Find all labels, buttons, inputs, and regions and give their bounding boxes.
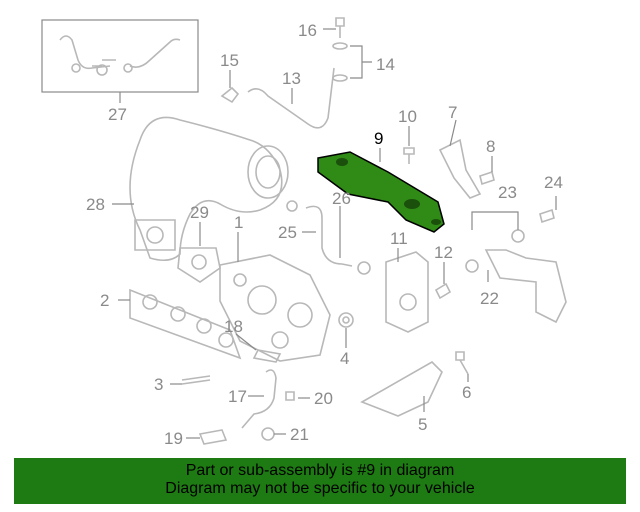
callout-28: 28 [86,195,105,214]
callout-29: 29 [190,203,209,222]
callout-17: 17 [228,387,247,406]
bolt-20 [285,391,295,401]
callout-10: 10 [398,107,417,126]
bolt-8 [479,170,495,186]
callout-labels: 16 14 15 13 27 9 10 7 8 23 24 28 26 29 1… [86,21,563,448]
callout-19: 19 [164,429,183,448]
clamp-26 [357,261,371,275]
hose-25 [305,205,353,267]
callout-6: 6 [462,383,471,402]
callout-26: 26 [332,189,351,208]
highlighted-part-9 [317,151,445,233]
stud-3 [181,375,211,385]
bolt-12 [434,282,452,300]
intake-duct [129,116,289,262]
gasket-19 [198,429,228,445]
turbocharger-body [219,254,331,362]
parts-diagram: 16 14 15 13 27 9 10 7 8 23 24 28 26 29 1… [41,17,567,448]
bolt-24 [539,208,555,224]
leader-lines [112,28,557,439]
nut-4 [338,312,354,328]
callout-22: 22 [480,289,499,308]
washers-14 [332,42,348,82]
bolt-16 [335,17,345,38]
callout-21: 21 [290,425,309,444]
banner-line-1: Part or sub-assembly is #9 in diagram [185,462,455,479]
gaskets-23 [465,229,525,273]
gasket-18 [252,349,282,363]
callout-16: 16 [298,21,317,40]
bracket-5 [360,361,443,417]
notice-banner: Part or sub-assembly is #9 in diagram Di… [14,458,626,504]
callout-20: 20 [314,389,333,408]
nut-21 [261,427,275,441]
callout-25: 25 [278,223,297,242]
callout-7: 7 [448,103,457,122]
callout-18: 18 [224,317,243,336]
callout-9: 9 [374,129,383,148]
callout-3: 3 [154,375,163,394]
oil-pipe-13 [247,67,335,129]
callout-27: 27 [108,105,127,124]
callout-2: 2 [100,291,109,310]
manifold-gasket [129,288,242,360]
callout-4: 4 [340,349,349,368]
callout-24: 24 [544,173,563,192]
banner-line-2: Diagram may not be specific to your vehi… [165,480,475,497]
callout-8: 8 [486,137,495,156]
callout-12: 12 [434,243,453,262]
callout-23: 23 [498,183,517,202]
bracket-7 [438,138,482,199]
callout-14: 14 [376,55,395,74]
bolt-10 [403,147,415,164]
callout-11: 11 [390,229,408,248]
hose-kit-inset [41,19,199,103]
bracket-15 [220,86,240,104]
callout-15: 15 [220,51,239,70]
gasket-29 [177,247,221,283]
callout-13: 13 [282,69,301,88]
outlet-pipe-22 [484,249,567,324]
bolt-6 [455,351,469,375]
heat-shield-11 [385,251,429,333]
oil-pipe-17 [241,369,277,429]
callout-1: 1 [234,213,243,232]
callout-5: 5 [418,415,427,434]
